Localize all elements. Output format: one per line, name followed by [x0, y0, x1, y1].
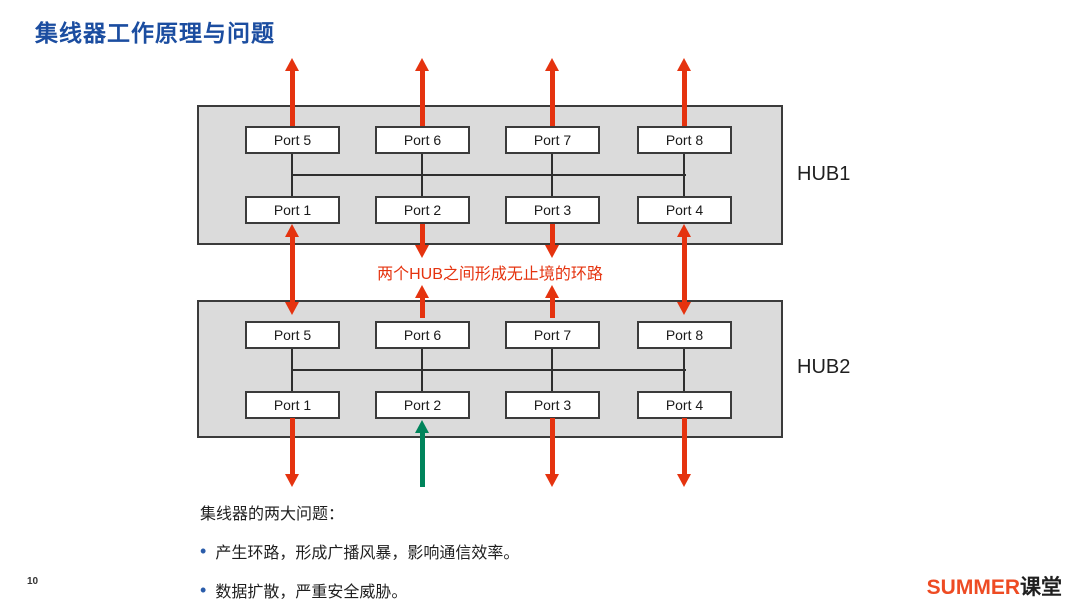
- problems-heading: 集线器的两大问题：: [200, 506, 345, 523]
- uplink-arrow-port6-icon: [415, 58, 429, 126]
- hub2-bus-line: [292, 369, 686, 371]
- hub2-port3: Port 3: [505, 391, 600, 419]
- page-title: 集线器工作原理与问题: [35, 20, 275, 46]
- hub1-label: HUB1: [797, 163, 851, 185]
- hub2-port1: Port 1: [245, 391, 340, 419]
- problem-item-1-text: 产生环路，形成广播风暴，影响通信效率。: [215, 545, 520, 562]
- hub2-port5: Port 5: [245, 321, 340, 349]
- hub2-port7: Port 7: [505, 321, 600, 349]
- bullet-icon: •: [200, 541, 207, 561]
- broadcast-down-arrow-port1-icon: [285, 418, 299, 487]
- logo-brand-text: SUMMER: [926, 576, 1020, 599]
- hub1-port3: Port 3: [505, 196, 600, 224]
- hub2-label: HUB2: [797, 356, 851, 378]
- hub1-port5: Port 5: [245, 126, 340, 154]
- hub1-connector-1: [291, 154, 293, 196]
- uplink-arrow-port7-icon: [545, 58, 559, 126]
- hub2-box: Port 5 Port 6 Port 7 Port 8 Port 1 Port …: [197, 300, 783, 438]
- problems-block: 集线器的两大问题： • 产生环路，形成广播风暴，影响通信效率。 • 数据扩散，严…: [200, 500, 519, 606]
- hub1-port4: Port 4: [637, 196, 732, 224]
- problem-item-1: • 产生环路，形成广播风暴，影响通信效率。: [200, 539, 519, 563]
- uplink-arrow-port8-icon: [677, 58, 691, 126]
- brand-logo: SUMMER课堂: [927, 571, 1062, 601]
- loop-up-arrow-col3-icon: [545, 285, 559, 318]
- loop-up-arrow-col2-icon: [415, 285, 429, 318]
- hub2-port4: Port 4: [637, 391, 732, 419]
- broadcast-down-arrow-port4-icon: [677, 418, 691, 487]
- page-number: 10: [27, 576, 39, 587]
- hub1-connector-4: [683, 154, 685, 196]
- hub2-port6: Port 6: [375, 321, 470, 349]
- hub1-box: Port 5 Port 6 Port 7 Port 8 Port 1 Port …: [197, 105, 783, 245]
- loop-double-arrow-right-icon: [677, 224, 691, 315]
- loop-down-arrow-col3-icon: [545, 224, 559, 258]
- hub2-port8: Port 8: [637, 321, 732, 349]
- bullet-icon: •: [200, 580, 207, 600]
- input-up-arrow-port2-icon: [415, 420, 429, 487]
- loop-down-arrow-col2-icon: [415, 224, 429, 258]
- broadcast-down-arrow-port3-icon: [545, 418, 559, 487]
- hub2-port2: Port 2: [375, 391, 470, 419]
- hub2-connector-3: [551, 349, 553, 391]
- hub1-port6: Port 6: [375, 126, 470, 154]
- hub1-connector-3: [551, 154, 553, 196]
- loop-double-arrow-left-icon: [285, 224, 299, 315]
- hub2-connector-2: [421, 349, 423, 391]
- hub2-connector-4: [683, 349, 685, 391]
- hub2-connector-1: [291, 349, 293, 391]
- problem-item-2: • 数据扩散，严重安全威胁。: [200, 578, 519, 602]
- uplink-arrow-port5-icon: [285, 58, 299, 126]
- hub1-port1: Port 1: [245, 196, 340, 224]
- hub1-connector-2: [421, 154, 423, 196]
- hub1-port2: Port 2: [375, 196, 470, 224]
- hub1-port7: Port 7: [505, 126, 600, 154]
- hub1-bus-line: [292, 174, 686, 176]
- hub1-port8: Port 8: [637, 126, 732, 154]
- problem-item-2-text: 数据扩散，严重安全威胁。: [215, 584, 408, 601]
- logo-suffix-text: 课堂: [1020, 576, 1062, 599]
- loop-note-text: 两个HUB之间形成无止境的环路: [377, 266, 603, 283]
